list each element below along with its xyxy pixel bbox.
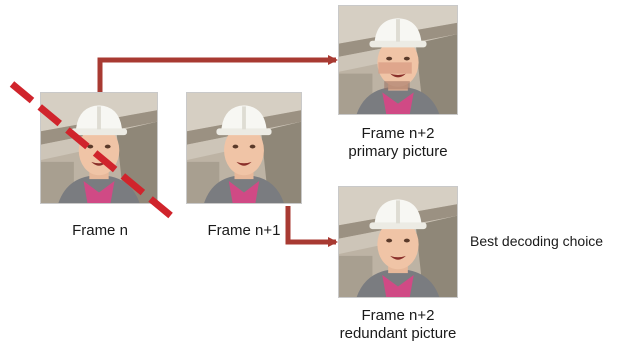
frame-n2-primary-label: Frame n+2 primary picture xyxy=(338,125,458,161)
frame-n2-redundant-label-line1: Frame n+2 xyxy=(361,307,435,324)
best-decoding-choice-label: Best decoding choice xyxy=(470,233,604,249)
arrow-to-redundant xyxy=(285,206,338,247)
person-photo-icon xyxy=(187,93,301,203)
frame-n2-redundant-thumbnail xyxy=(338,186,458,298)
frame-n2-primary-label-line2: primary picture xyxy=(348,143,448,160)
arrow-to-primary xyxy=(97,55,338,92)
person-photo-icon xyxy=(339,187,457,297)
frame-n2-redundant-label-line2: redundant picture xyxy=(339,325,457,342)
frame-n1-thumbnail xyxy=(186,92,302,204)
person-photo-icon xyxy=(41,93,157,203)
frame-n2-redundant-label: Frame n+2 redundant picture xyxy=(338,307,458,343)
frame-n2-primary-label-line1: Frame n+2 xyxy=(361,125,435,142)
frame-n-thumbnail xyxy=(40,92,158,204)
person-photo-icon xyxy=(339,6,457,114)
frame-n2-primary-thumbnail xyxy=(338,5,458,115)
frame-n-label: Frame n xyxy=(72,222,128,239)
frame-n1-label: Frame n+1 xyxy=(207,222,281,239)
